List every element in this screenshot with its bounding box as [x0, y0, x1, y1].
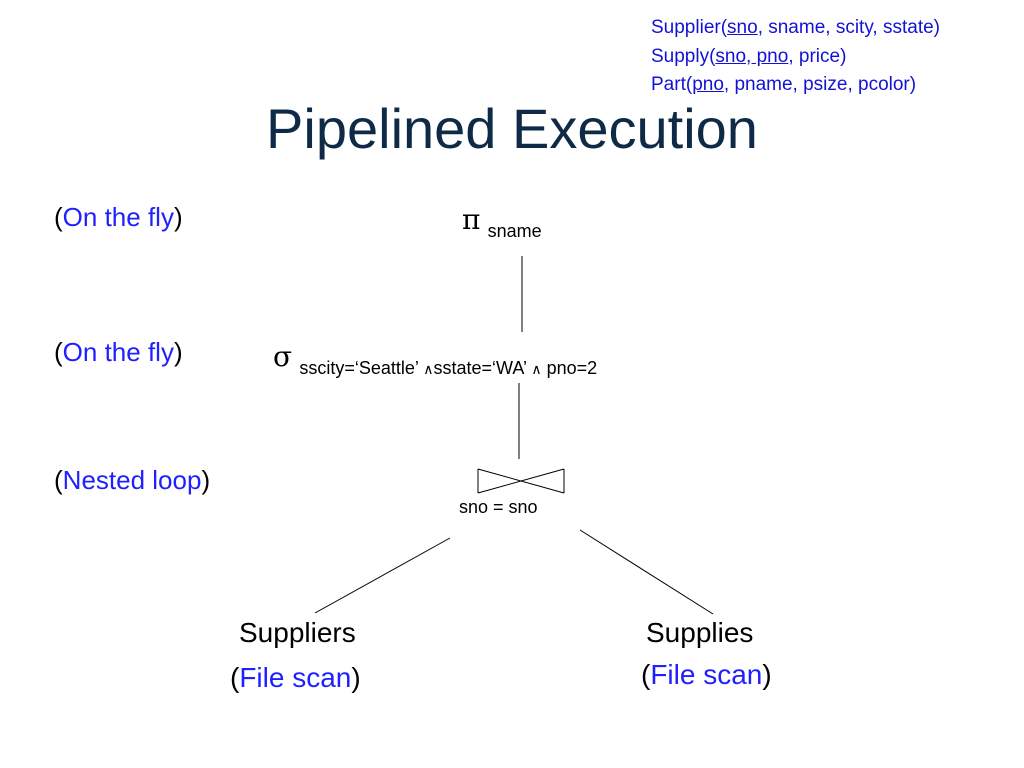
strategy-join: (Nested loop): [54, 465, 211, 495]
schema-supply-key: sno, pno: [715, 45, 789, 67]
selection-node: σ sscity=‘Seattle’ ∧sstate=‘WA’ ∧ pno=2: [273, 340, 597, 378]
leaf-supplies-name: Supplies: [646, 617, 754, 648]
strategy-projection: (On the fly): [54, 202, 183, 232]
projection-symbol: π: [462, 203, 481, 236]
page-title: Pipelined Execution: [266, 97, 758, 160]
strategy-selection: (On the fly): [54, 337, 183, 367]
schema-part-key: pno: [692, 74, 724, 95]
leaf-supplies-method: (File scan): [641, 659, 772, 690]
schema-supplier-key: sno: [727, 17, 758, 38]
projection-node: π sname: [462, 203, 542, 241]
join-condition: sno = sno: [459, 497, 538, 517]
projection-attribute: sname: [487, 221, 542, 241]
schema-part: Part(pno, pname, psize, pcolor): [651, 74, 917, 95]
join-bowtie-icon: [477, 468, 565, 494]
selection-symbol: σ: [273, 340, 293, 373]
schema-supplier: Supplier(sno, sname, scity, sstate): [651, 17, 940, 38]
schema-block: Supplier(sno, sname, scity, sstate) Supp…: [651, 14, 940, 100]
selection-condition: sscity=‘Seattle’ ∧sstate=‘WA’ ∧ pno=2: [299, 358, 598, 378]
leaf-suppliers-method: (File scan): [230, 662, 361, 693]
edge-join-left: [314, 537, 451, 614]
edge-join-right: [579, 529, 714, 615]
schema-supply: Supply(sno, pno, price): [651, 45, 847, 67]
leaf-suppliers-name: Suppliers: [239, 617, 356, 648]
